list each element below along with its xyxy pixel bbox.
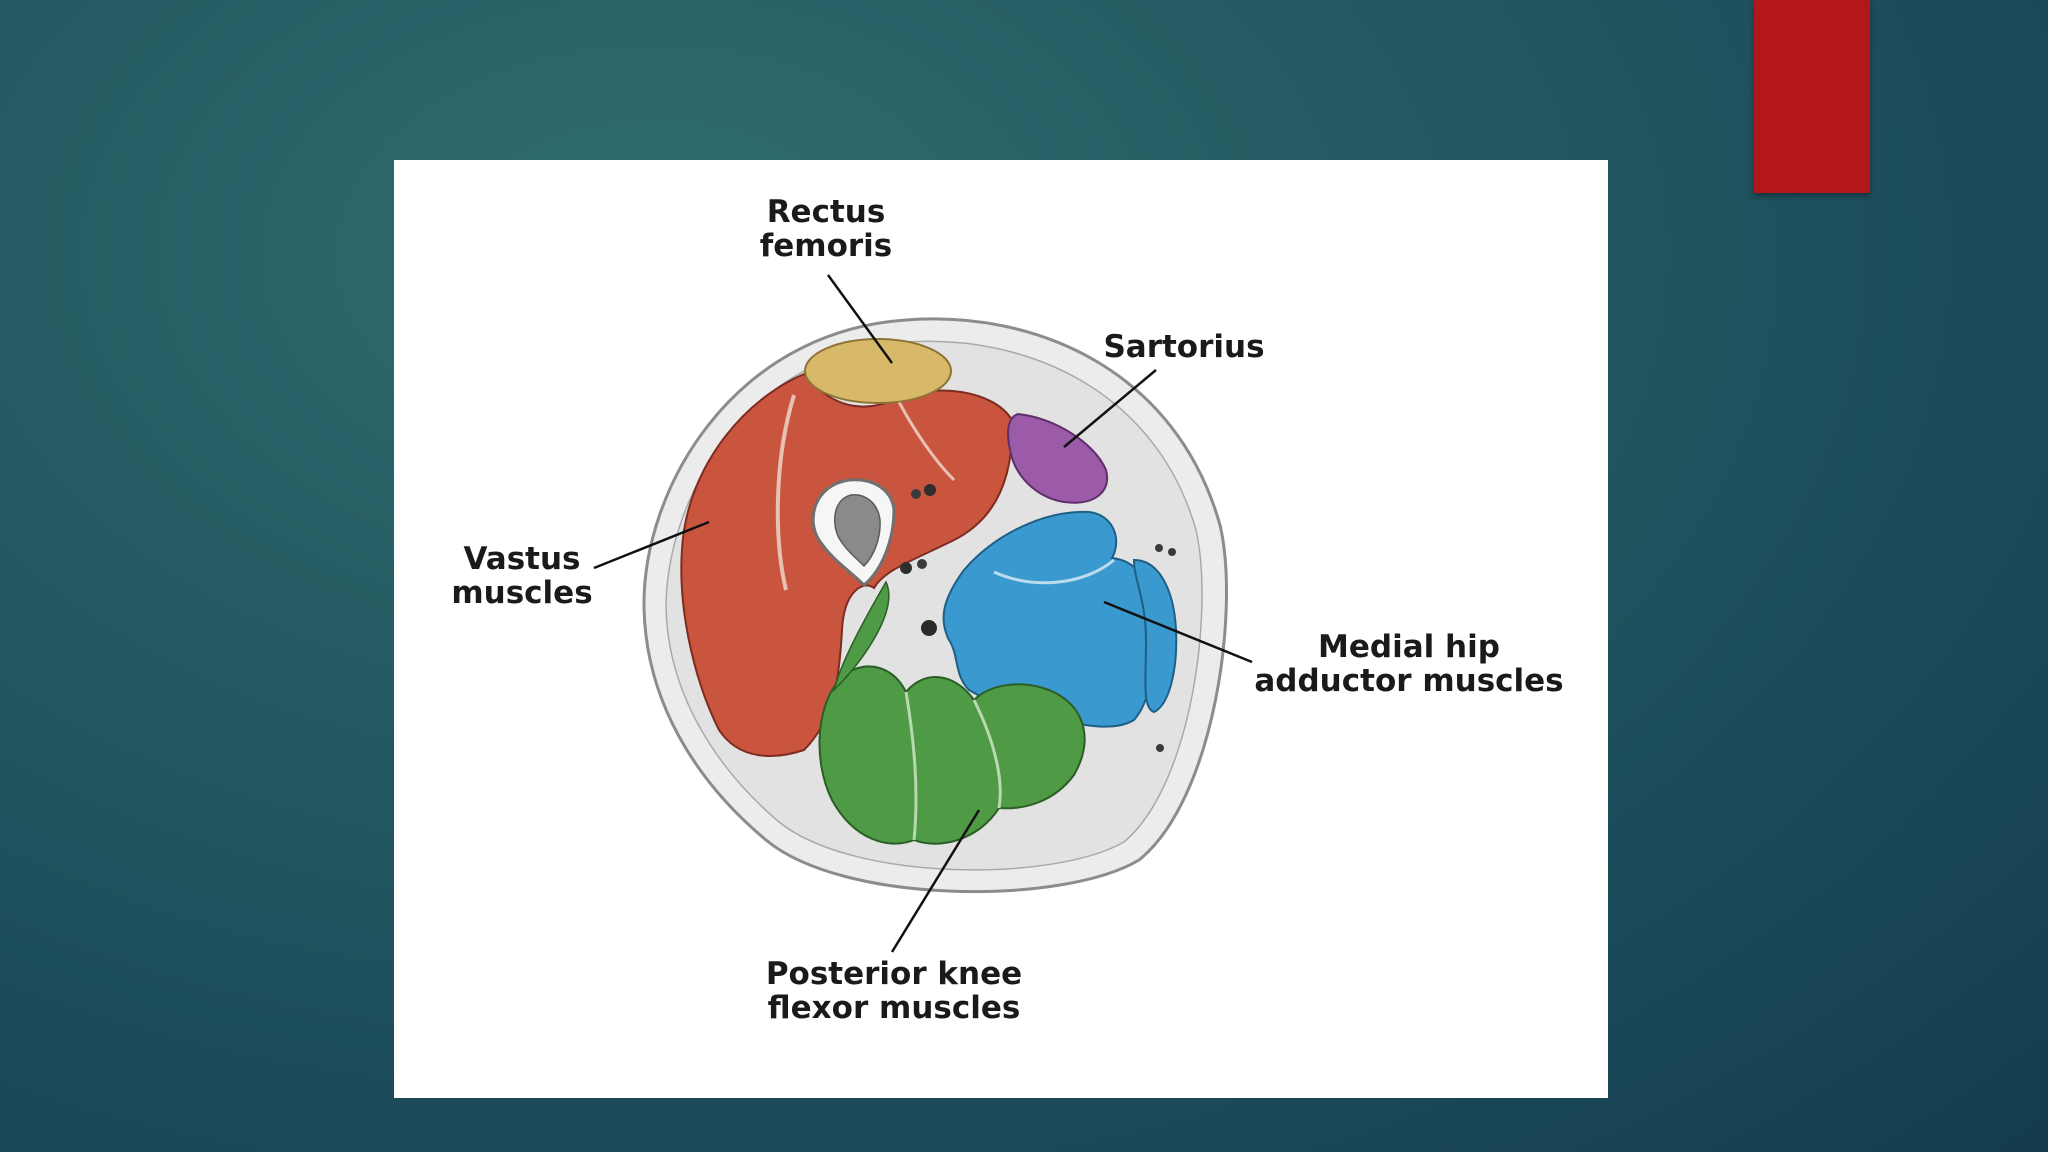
label-vastus-line1: Vastus — [463, 541, 581, 577]
vastus-septum-2 — [897, 401, 956, 482]
label-rectus-femoris-line2: femoris — [759, 228, 893, 264]
label-rectus-femoris: Rectus femoris — [736, 195, 916, 263]
leader-line-adductors — [1103, 600, 1253, 664]
label-adductor-muscles: Medial hip adductor muscles — [1249, 630, 1569, 698]
label-rectus-femoris-line1: Rectus — [766, 194, 886, 230]
adductor-septum — [993, 558, 1115, 585]
vessel — [911, 489, 921, 499]
label-sartorius: Sartorius — [1094, 330, 1274, 364]
vessel — [1155, 544, 1163, 552]
leader-line-rectus-femoris — [826, 274, 894, 364]
leader-line-vastus — [593, 520, 710, 570]
vessel — [917, 559, 927, 569]
adductor-muscles-region — [942, 510, 1157, 728]
rectus-femoris-region — [804, 338, 952, 404]
label-adductors-line2: adductor muscles — [1254, 663, 1564, 699]
label-flexor-muscles: Posterior knee flexor muscles — [744, 957, 1044, 1025]
flexor-septum-1 — [904, 691, 918, 841]
label-vastus-muscles: Vastus muscles — [427, 542, 617, 610]
flexor-muscles-region — [818, 665, 1086, 845]
vessel — [924, 484, 936, 496]
vastus-septum — [775, 394, 796, 591]
label-sartorius-line1: Sartorius — [1103, 329, 1265, 365]
leader-line-sartorius — [1063, 369, 1157, 448]
label-flexors-line1: Posterior knee — [765, 956, 1023, 992]
vessel — [900, 562, 912, 574]
thigh-cross-section-svg — [593, 274, 1253, 953]
label-adductors-line1: Medial hip — [1318, 629, 1500, 665]
flexor-sliver — [832, 580, 890, 693]
vessel — [921, 620, 937, 636]
thigh-cross-section-figure: Rectus femoris Sartorius Vastus muscles … — [394, 160, 1608, 1098]
vessel — [1168, 548, 1176, 556]
slide-accent-bar — [1754, 0, 1870, 193]
femur-marrow — [833, 494, 881, 568]
adductor-gracilis — [1132, 558, 1178, 714]
vessel — [1156, 744, 1164, 752]
label-flexors-line2: flexor muscles — [767, 990, 1021, 1026]
sartorius-region — [1007, 412, 1109, 504]
leader-line-flexors — [890, 809, 981, 953]
flexor-septum-2 — [972, 699, 1002, 809]
label-vastus-line2: muscles — [451, 575, 593, 611]
